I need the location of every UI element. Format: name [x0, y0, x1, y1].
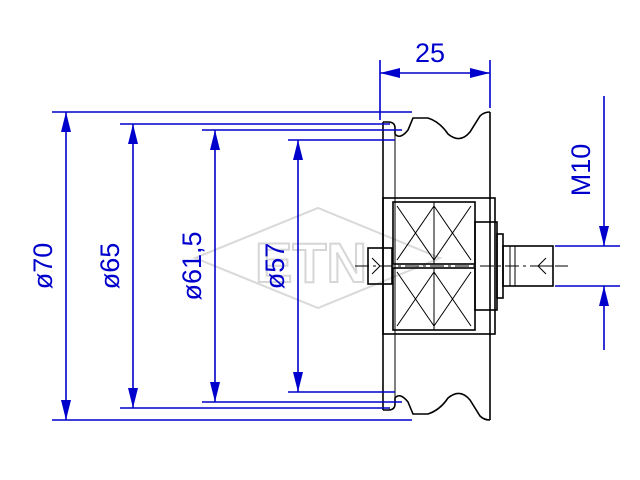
dimension-d615: ø61,5 [177, 129, 402, 403]
dimension-d70: ø70 [28, 111, 412, 421]
dimension-thread-label: M10 [566, 144, 596, 197]
dimension-d70-label: ø70 [28, 243, 58, 290]
dimension-d615-label: ø61,5 [177, 231, 207, 300]
watermark-logo: ETN [192, 206, 443, 310]
dimension-d65: ø65 [95, 123, 390, 409]
dimension-d57: ø57 [260, 139, 395, 393]
bearing-assembly [382, 197, 504, 335]
dimension-d65-label: ø65 [95, 243, 125, 290]
dimension-width: 25 [379, 38, 491, 120]
dimension-width-label: 25 [415, 38, 445, 68]
etn-diamond-logo-icon [192, 206, 443, 310]
dimension-thread: M10 [555, 96, 620, 350]
dimension-d57-label: ø57 [260, 243, 290, 290]
watermark-text: ETN [255, 231, 367, 294]
